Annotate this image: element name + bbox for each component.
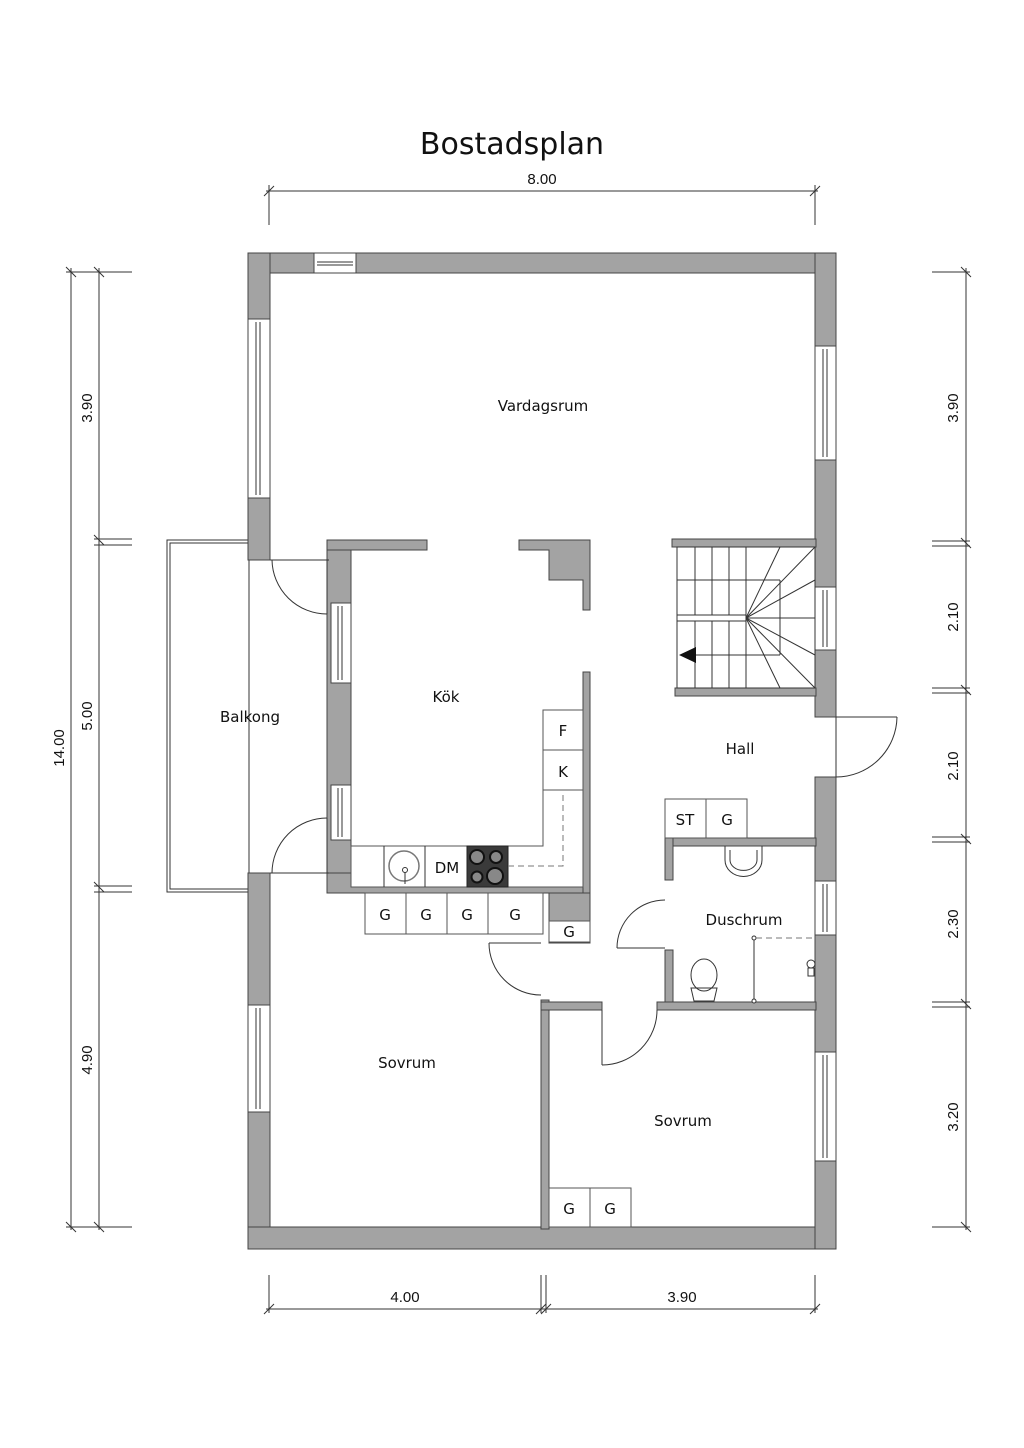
svg-text:G: G: [379, 906, 391, 924]
page-title: Bostadsplan: [420, 127, 604, 162]
dimension-label-right-3: 2.10: [945, 751, 962, 780]
sink-icon: [388, 850, 420, 884]
svg-text:G: G: [509, 906, 521, 924]
balcony-outline: [166, 539, 250, 893]
bathroom-fixtures: [690, 846, 816, 1004]
window-bedroom-left: [247, 1004, 271, 1113]
toilet-icon: [690, 958, 718, 992]
dimension-label-right-2: 2.10: [945, 602, 962, 631]
shower-head-icon: [806, 959, 816, 977]
window-living-right: [814, 345, 837, 461]
svg-text:G: G: [420, 906, 432, 924]
dimension-bottom: 4.00 3.90: [263, 1275, 821, 1315]
dimension-right: 3.90 2.10 2.10 2.30 3.20: [932, 266, 972, 1233]
window-bedroom-right: [814, 1051, 837, 1162]
bedroom-wardrobes: G G: [548, 1187, 632, 1228]
bedroom-walls: [540, 999, 603, 1230]
freezer: [542, 749, 584, 791]
svg-text:G: G: [563, 923, 575, 941]
room-label-duschrum: Duschrum: [706, 911, 783, 929]
staircase[interactable]: [676, 546, 816, 689]
window-kitchen-2: [330, 784, 352, 841]
dimension-left: 3.90 5.00 4.90 14.00: [51, 266, 132, 1233]
doors: [270, 559, 898, 1066]
svg-text:G: G: [461, 906, 473, 924]
window-living-left: [247, 318, 271, 499]
dimension-label-top: 8.00: [527, 171, 556, 188]
svg-text:G: G: [563, 1200, 575, 1218]
room-label-sovrum-left: Sovrum: [378, 1054, 436, 1072]
svg-text:F: F: [559, 722, 568, 740]
room-label-hall: Hall: [726, 740, 755, 758]
storage-label: ST: [676, 811, 696, 829]
windows: [247, 252, 837, 1162]
fridge: [542, 709, 584, 751]
washbasin-icon: [724, 846, 763, 877]
window-stair: [814, 586, 837, 651]
window-kitchen-1: [330, 602, 352, 684]
dimension-top: 8.00: [263, 171, 821, 225]
dimension-label-left-3: 4.90: [79, 1045, 96, 1074]
dimension-label-right-1: 3.90: [945, 393, 962, 422]
stove-icon: [466, 845, 509, 888]
dimension-label-right-5: 3.20: [945, 1102, 962, 1131]
svg-text:G: G: [604, 1200, 616, 1218]
kitchen-fixtures: F K DM G G G G G: [350, 709, 591, 943]
hall-wardrobe-label: G: [721, 811, 733, 829]
dimension-label-bottom-right: 3.90: [667, 1289, 696, 1306]
room-label-vardagsrum: Vardagsrum: [498, 397, 589, 415]
dimension-label-left-1: 3.90: [79, 393, 96, 422]
hall-fixtures: ST G: [664, 798, 748, 839]
window-bathroom: [814, 880, 837, 936]
dimension-label-left-total: 14.00: [51, 729, 68, 767]
window-top: [313, 252, 357, 274]
room-label-sovrum-right: Sovrum: [654, 1112, 712, 1130]
room-label-balkong: Balkong: [220, 708, 280, 726]
svg-text:K: K: [558, 763, 569, 781]
room-label-kok: Kök: [433, 688, 460, 706]
dimension-label-bottom-left: 4.00: [390, 1289, 419, 1306]
dimension-label-right-4: 2.30: [945, 909, 962, 938]
dimension-label-left-2: 5.00: [79, 701, 96, 730]
stair-direction-arrow-icon: [679, 647, 696, 663]
dishwasher-label: DM: [435, 859, 460, 877]
